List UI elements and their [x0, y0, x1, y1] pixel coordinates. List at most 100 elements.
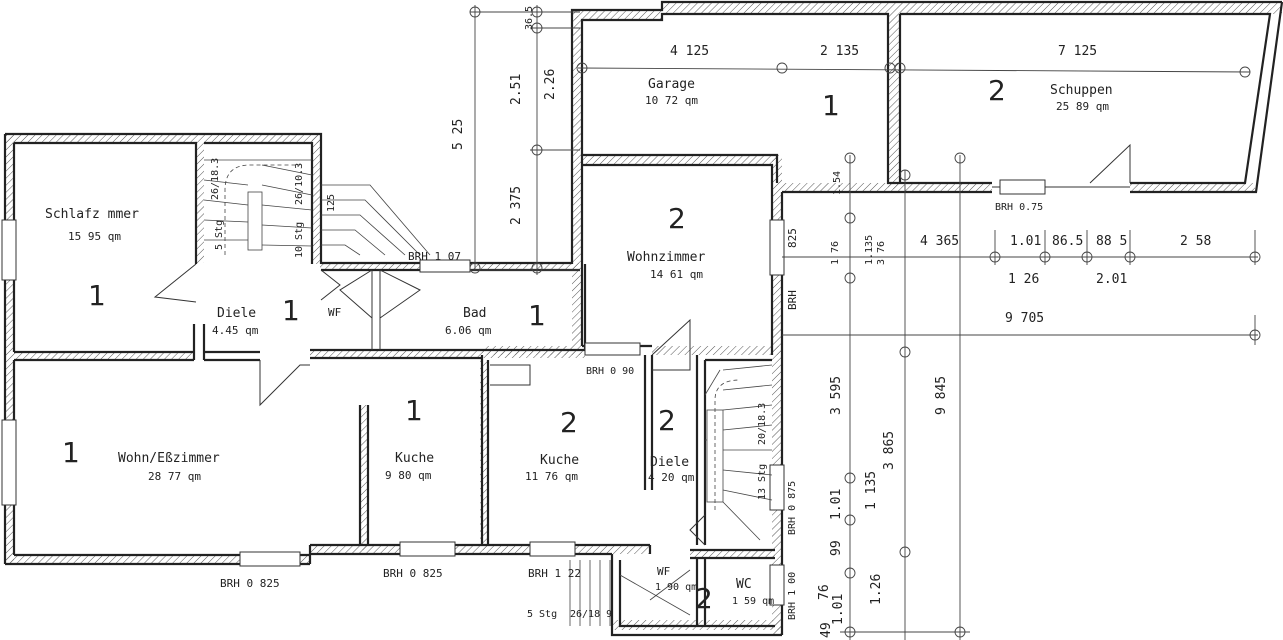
brh-label: BRH 0 825 [220, 577, 280, 590]
dimension-label: 1.01 [1010, 234, 1041, 249]
room-name: Schlafz mmer [45, 207, 139, 222]
dimension-label: 1.54 [832, 171, 843, 195]
room-garage: Garage 10 72 qm 1 [645, 77, 840, 122]
room-kueche-1: Kuche 9 80 qm 1 [385, 394, 434, 482]
unit-number: 1 [88, 279, 106, 312]
stair-right [704, 364, 773, 541]
room-name: Kuche [540, 453, 579, 468]
dimension-label: 1.135 [864, 235, 875, 265]
dimension-label: 3 865 [882, 431, 897, 470]
brh-label: BRH 0 875 [787, 481, 798, 535]
room-area: 15 95 qm [68, 230, 121, 243]
room-area: 4.45 qm [212, 324, 259, 337]
room-wohnzimmer: Wohnzimmer 14 61 qm 2 [627, 202, 705, 281]
dimension-label: 49 [819, 622, 834, 638]
room-name: WF [657, 565, 670, 578]
stair-bottom [569, 560, 691, 626]
brh-label: BRH 1 07 [408, 250, 461, 263]
dimension-label: 7 125 [1058, 44, 1097, 59]
dimension-label: 2 375 [509, 186, 524, 225]
dimension-label: 3 595 [829, 376, 844, 415]
dimension-label: 9 845 [934, 376, 949, 415]
dimension-label: 88 5 [1096, 234, 1127, 249]
stair-labels: 5 Stg 10 Stg 26/18.3 26/10.3 125 20/18.3… [210, 158, 768, 620]
brh-label: BRH [786, 290, 799, 310]
dimension-label: 5 25 [451, 119, 466, 150]
dimension-label: 2.26 [543, 69, 558, 100]
room-wohn-esszimmer: Wohn/Eßzimmer 28 77 qm 1 [62, 436, 220, 483]
dimension-texts: 36.5 2.51 2.26 5 25 2 375 4 125 2 135 7 … [451, 6, 1211, 638]
room-name: Diele [217, 306, 256, 321]
room-schlafzimmer: Schlafz mmer 15 95 qm 1 [45, 207, 139, 312]
room-area: 11 76 qm [525, 470, 578, 483]
dimension-label: 4 125 [670, 44, 709, 59]
room-area: 4 20 qm [648, 471, 695, 484]
brh-label: BRH 1 00 [787, 572, 798, 620]
dimension-label: 1 76 [830, 241, 841, 265]
dimension-label: 1 26 [1008, 272, 1039, 287]
dimension-label: 1 135 [864, 471, 879, 510]
dimension-lines [469, 5, 1261, 640]
brh-label: BRH 0 825 [383, 567, 443, 580]
unit-number: 1 [62, 436, 80, 469]
walls [3, 0, 1283, 637]
unit-number: 1 [822, 89, 840, 122]
dimension-label: 4 365 [920, 234, 959, 249]
unit-number: 1 [282, 294, 300, 327]
room-name: Diele [650, 455, 689, 470]
dimension-label: 1.26 [869, 574, 884, 605]
dimension-label: 86.5 [1052, 234, 1083, 249]
stair-label: 26/18 9 [570, 609, 612, 620]
brh-label: 825 [786, 228, 799, 248]
room-wc: WC 1 59 qm 2 [695, 577, 774, 615]
unit-number: 2 [695, 582, 713, 615]
unit-number: 1 [405, 394, 423, 427]
dimension-label: 76 [817, 584, 832, 600]
stair-label: 26/18.3 [210, 158, 221, 200]
room-wf: WF 1 90 qm [655, 565, 697, 593]
windows [1, 179, 1046, 606]
unit-number: 1 [528, 299, 546, 332]
room-kueche-2: Kuche 11 76 qm 2 [525, 406, 579, 483]
dimension-label: 36.5 [524, 6, 535, 30]
room-area: 6.06 qm [445, 324, 492, 337]
room-name: WC [736, 577, 752, 592]
brh-label: BRH 0.75 [995, 202, 1043, 213]
stair-label: 5 Stg [527, 609, 557, 620]
room-schuppen: Schuppen 25 89 qm 2 [988, 74, 1113, 113]
dimension-label: 2 58 [1180, 234, 1211, 249]
unit-number: 2 [560, 406, 578, 439]
wf-mark: WF [328, 306, 341, 319]
dimension-label: 9 705 [1005, 311, 1044, 326]
stair-label: 20/18.3 [757, 403, 768, 445]
dimension-label: 1.01 [829, 489, 844, 520]
brh-label: BRH 0 90 [586, 366, 634, 377]
dimension-label: 1.01 [831, 594, 846, 625]
stair-label: 125 [326, 194, 337, 212]
room-name: Garage [648, 77, 695, 92]
room-area: 28 77 qm [148, 470, 201, 483]
room-name: Schuppen [1050, 83, 1113, 98]
room-area: 1 90 qm [655, 582, 697, 593]
room-name: Bad [463, 306, 486, 321]
room-area: 1 59 qm [732, 596, 774, 607]
dimension-label: 3 76 [876, 241, 887, 265]
room-name: Wohnzimmer [627, 250, 705, 265]
stair-label: 10 Stg [294, 222, 305, 258]
room-name: Wohn/Eßzimmer [118, 451, 220, 466]
room-area: 25 89 qm [1056, 100, 1109, 113]
brh-labels: BRH 1 07 BRH 0 90 BRH 0 825 BRH 0 825 BR… [220, 202, 1043, 620]
dimension-label: 2 135 [820, 44, 859, 59]
dimension-label: 2.51 [509, 74, 524, 105]
room-area: 9 80 qm [385, 469, 432, 482]
dimension-label: 99 [829, 540, 844, 556]
room-name: Kuche [395, 451, 434, 466]
room-area: 10 72 qm [645, 94, 698, 107]
dimension-label: 2.01 [1096, 272, 1127, 287]
room-diele-right: Diele 4 20 qm 2 [648, 404, 695, 484]
stair-upper-left [203, 159, 431, 256]
stair-label: 26/10.3 [294, 163, 305, 205]
unit-number: 2 [668, 202, 686, 235]
room-diele-left: Diele 4.45 qm 1 WF [212, 294, 341, 337]
